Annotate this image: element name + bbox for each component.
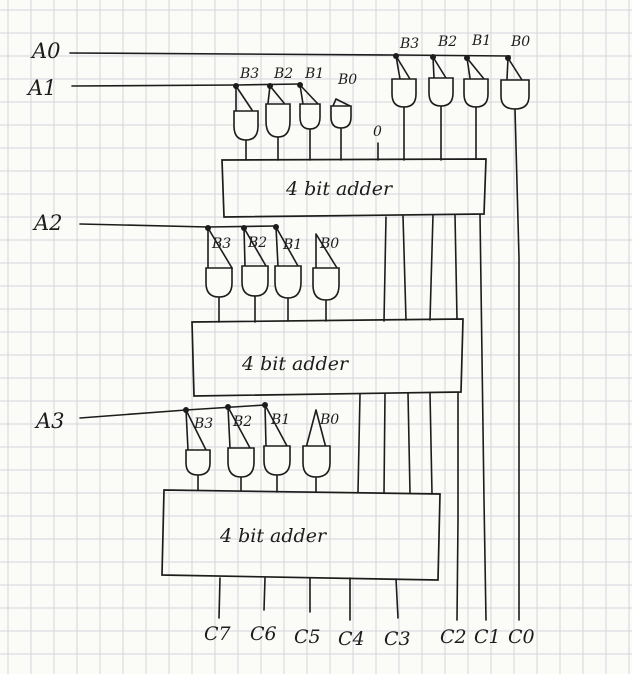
and-gate-a2-b0 <box>312 267 340 301</box>
output-label-c1: C1 <box>474 626 501 648</box>
adder-box-3 <box>161 489 441 581</box>
junction-dots <box>183 53 511 413</box>
and-gate-a2-b2 <box>241 265 269 297</box>
row0-and-gates <box>391 55 530 110</box>
and-gate-a1-b1 <box>299 103 321 130</box>
carry-in-label: 0 <box>373 124 382 140</box>
and-gate-a3-b3 <box>185 449 211 476</box>
row0-label-b0: B0 <box>510 34 530 50</box>
row3-and-gates <box>185 404 331 478</box>
row3-label-b3: B3 <box>193 416 213 432</box>
adder-box-1 <box>221 158 487 218</box>
row3-label-b0: B0 <box>319 412 339 428</box>
interstage-wires <box>218 108 520 621</box>
row1-label-b1: B1 <box>304 66 324 82</box>
and-gate-a0-b3 <box>391 78 417 108</box>
row0-label-b1: B1 <box>471 33 491 49</box>
gate-to-adder-wires <box>197 105 477 493</box>
row2-label-b3: B3 <box>211 236 231 252</box>
and-gate-a0-b1 <box>463 78 489 108</box>
adder-label-3: 4 bit adder <box>219 525 328 547</box>
and-gate-a3-b2 <box>227 447 255 478</box>
and-gate-a2-b1 <box>274 265 302 299</box>
row0-label-b3: B3 <box>399 36 419 52</box>
row1-label-b0: B0 <box>337 72 357 88</box>
and-gate-a2-b3 <box>205 267 233 298</box>
and-gate-a0-b2 <box>428 77 454 107</box>
input-label-a1: A1 <box>26 76 57 100</box>
and-gate-a1-b3 <box>233 110 259 141</box>
row1-label-b3: B3 <box>239 66 259 82</box>
output-label-c2: C2 <box>440 626 467 648</box>
row1-and-gates <box>233 84 352 141</box>
and-gate-a1-b0 <box>330 105 352 129</box>
adder-label-1: 4 bit adder <box>285 178 394 200</box>
and-gate-a3-b1 <box>263 445 291 476</box>
row2-label-b0: B0 <box>319 236 339 252</box>
and-gate-a0-b0 <box>500 79 530 110</box>
output-label-c0: C0 <box>508 626 535 648</box>
row1-label-b2: B2 <box>273 66 293 82</box>
row2-and-gates <box>205 226 340 301</box>
output-label-c5: C5 <box>294 626 321 648</box>
output-label-c4: C4 <box>338 628 365 650</box>
input-label-a3: A3 <box>34 409 65 433</box>
adder-box-2 <box>191 318 464 397</box>
row2-label-b1: B1 <box>282 237 302 253</box>
output-label-c6: C6 <box>250 623 277 645</box>
input-label-a0: A0 <box>30 39 61 63</box>
row2-label-b2: B2 <box>247 235 267 251</box>
output-label-c3: C3 <box>384 628 411 650</box>
and-gate-a3-b0 <box>302 445 331 478</box>
and-gate-a1-b2 <box>265 103 291 138</box>
row3-label-b2: B2 <box>232 414 252 430</box>
row3-label-b1: B1 <box>270 412 290 428</box>
row0-label-b2: B2 <box>437 34 457 50</box>
adder-label-2: 4 bit adder <box>241 353 350 375</box>
input-label-a2: A2 <box>32 211 63 235</box>
output-label-c7: C7 <box>204 623 232 645</box>
